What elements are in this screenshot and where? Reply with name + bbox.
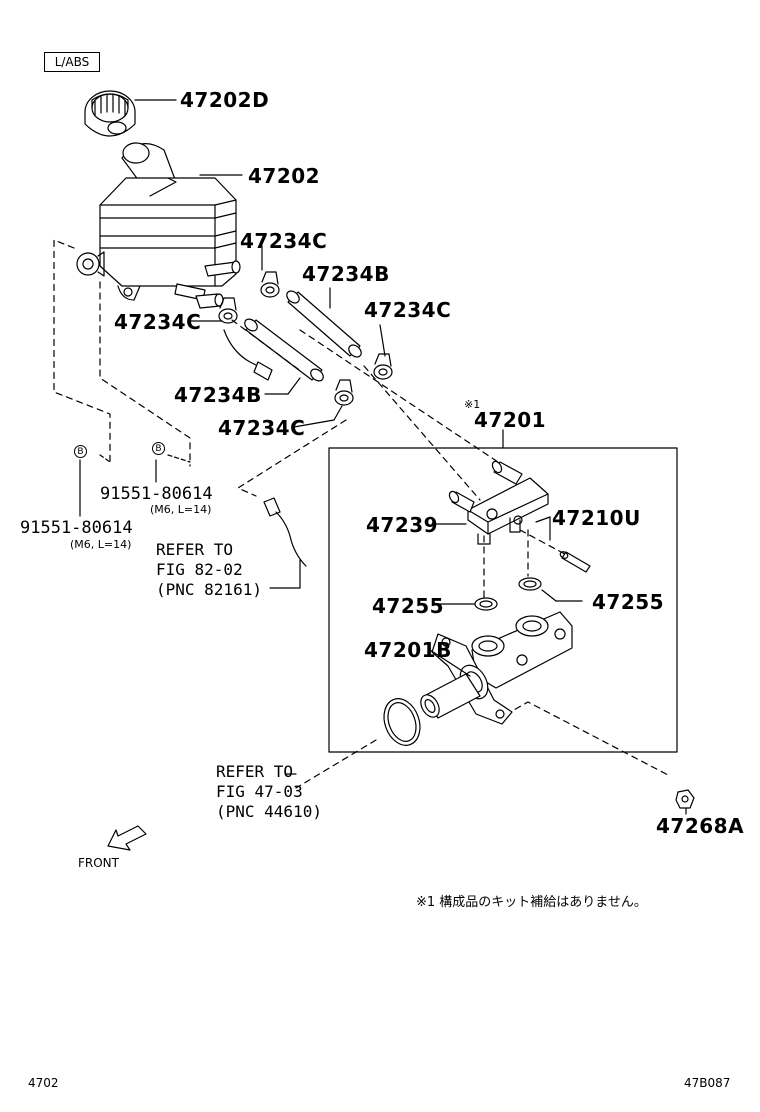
refer-fig-82-02: REFER TO FIG 82-02 (PNC 82161): [156, 540, 262, 600]
refer-fig-47-03: REFER TO FIG 47-03 (PNC 44610): [216, 762, 322, 822]
reservoir-cap: [84, 90, 136, 137]
label-47202D: 47202D: [180, 88, 270, 112]
label-47201: 47201: [474, 408, 547, 432]
variant-tag: L/ABS: [44, 52, 100, 72]
bolt-mark-b-right: B: [152, 442, 165, 455]
o-ring: [383, 698, 421, 746]
harness-connector: [263, 497, 307, 567]
bolt-mark-b-left: B: [74, 445, 87, 458]
label-47234C-3: 47234C: [114, 310, 202, 334]
label-47202: 47202: [248, 164, 321, 188]
label-47234C-2: 47234C: [364, 298, 452, 322]
label-47234C-4: 47234C: [218, 416, 306, 440]
nut: [675, 789, 695, 809]
refer-line-1: REFER TO: [216, 762, 294, 781]
label-91551-left-spec: (M6, L=14): [70, 538, 132, 551]
pin: [559, 551, 591, 573]
label-47255-2: 47255: [592, 590, 665, 614]
grommets: [474, 577, 542, 611]
label-47255-1: 47255: [372, 594, 445, 618]
kit-footnote: ※1 構成品のキット補給はありません。: [416, 895, 647, 910]
phantom-lines: [53, 239, 671, 789]
illustration-code: 47B087: [684, 1076, 731, 1090]
label-47239: 47239: [366, 513, 439, 537]
label-47234C-1: 47234C: [240, 229, 328, 253]
label-91551-right: 91551-80614: [100, 484, 213, 504]
refer-line-3: (PNC 82161): [156, 580, 262, 599]
reservoir-tank: [76, 142, 241, 309]
label-91551-right-spec: (M6, L=14): [150, 503, 212, 516]
label-91551-left: 91551-80614: [20, 518, 133, 538]
label-47234B-2: 47234B: [174, 383, 262, 407]
front-label: FRONT: [78, 856, 119, 870]
hoses: [223, 290, 362, 382]
hose-clips: [218, 271, 393, 406]
label-47234B-1: 47234B: [302, 262, 390, 286]
figure-number: 4702: [28, 1076, 59, 1090]
refer-line-2: FIG 82-02: [156, 560, 243, 579]
label-47268A: 47268A: [656, 814, 745, 838]
front-arrow-icon: [107, 825, 147, 851]
label-47201B: 47201B: [364, 638, 452, 662]
refer-line-2: FIG 47-03: [216, 782, 303, 801]
label-47210U: 47210U: [552, 506, 641, 530]
refer-line-1: REFER TO: [156, 540, 234, 559]
reservoir-union: [448, 460, 549, 545]
kit-note-mark: ※1: [464, 398, 481, 411]
master-cylinder-body: [420, 611, 573, 725]
refer-line-3: (PNC 44610): [216, 802, 322, 821]
